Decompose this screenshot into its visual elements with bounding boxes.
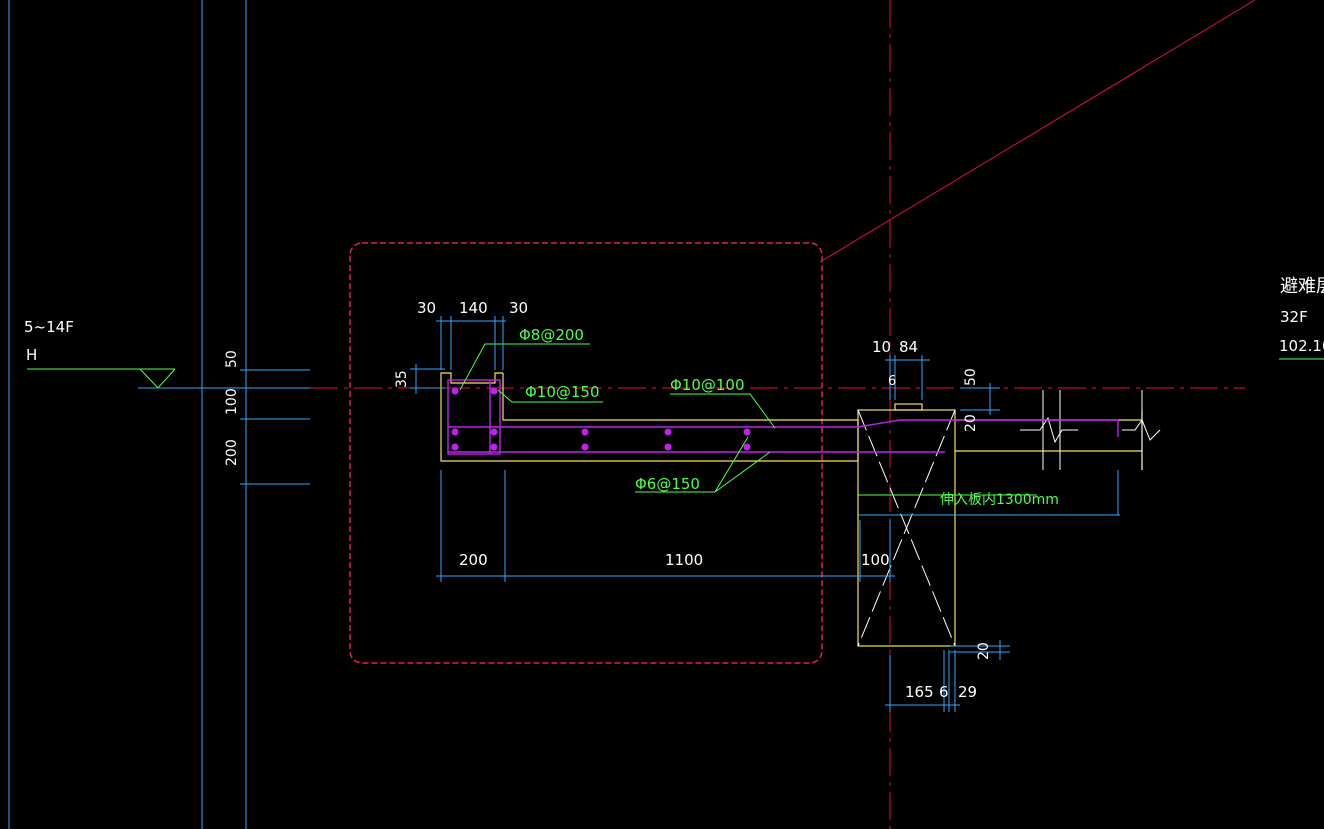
rebar-annotations: [459, 343, 1037, 496]
wall-top-plate: [894, 403, 923, 411]
dim-right-10: 10: [872, 338, 891, 356]
dim-right-84: 84: [899, 338, 918, 356]
dim-bottom-1100: 1100: [665, 551, 703, 569]
dim-bottom-100: 100: [861, 551, 890, 569]
dimension-chain-left: 50 100 200: [224, 350, 310, 485]
level-floor-right: 32F: [1280, 308, 1308, 326]
label-bottom-bar: Φ6@150: [635, 475, 700, 493]
rebar-dots: [451, 387, 751, 451]
dimension-top: [410, 316, 506, 394]
dim-v-200: 200: [224, 439, 240, 466]
label-stirrup: Φ8@200: [519, 326, 584, 344]
dim-left-35: 35: [394, 370, 410, 388]
dim-b-165: 165: [905, 683, 934, 701]
level-mark-left: H: [26, 346, 37, 364]
dim-b-29: 29: [958, 683, 977, 701]
label-slab-bar: Φ10@100: [670, 376, 745, 394]
callout-leader-line: [819, 0, 1256, 263]
dim-right-20-bottom: 20: [976, 642, 992, 660]
label-anchor-note: 伸入板内1300mm: [940, 492, 1059, 508]
dim-b-6: 6: [939, 683, 949, 701]
stirrup-rebar: [447, 379, 501, 455]
level-name-right: 避难层: [1280, 276, 1324, 297]
level-floors-left: 5~14F: [24, 318, 74, 336]
level-elevation-right: 102.100: [1279, 337, 1324, 355]
dimension-right-bottom: [885, 640, 1010, 712]
dim-top-30-left: 30: [417, 299, 436, 317]
dimension-bottom: [436, 470, 1120, 582]
level-marker-right: 避难层 32F 102.100: [1279, 276, 1324, 360]
dim-bottom-200: 200: [459, 551, 488, 569]
grid-lines: [8, 0, 1256, 829]
dimension-right-top: [885, 355, 1000, 415]
cantilever-slab-outline: [440, 372, 859, 462]
dim-right-20-top: 20: [963, 414, 979, 432]
dim-right-6-top: 6: [888, 374, 896, 389]
wall-cross: [857, 409, 956, 647]
dim-top-30-right: 30: [509, 299, 528, 317]
level-marker-left: 5~14F H: [24, 318, 310, 389]
dim-top-140: 140: [459, 299, 488, 317]
dim-right-50: 50: [963, 368, 979, 386]
dim-v-100: 100: [224, 388, 240, 415]
label-top-bar: Φ10@150: [525, 383, 600, 401]
break-symbols: [1020, 390, 1161, 470]
dim-v-50: 50: [224, 350, 240, 368]
structure-outline: [440, 372, 1143, 647]
rebar-lines: [447, 379, 1119, 455]
anchor-rebar: [857, 419, 1119, 437]
